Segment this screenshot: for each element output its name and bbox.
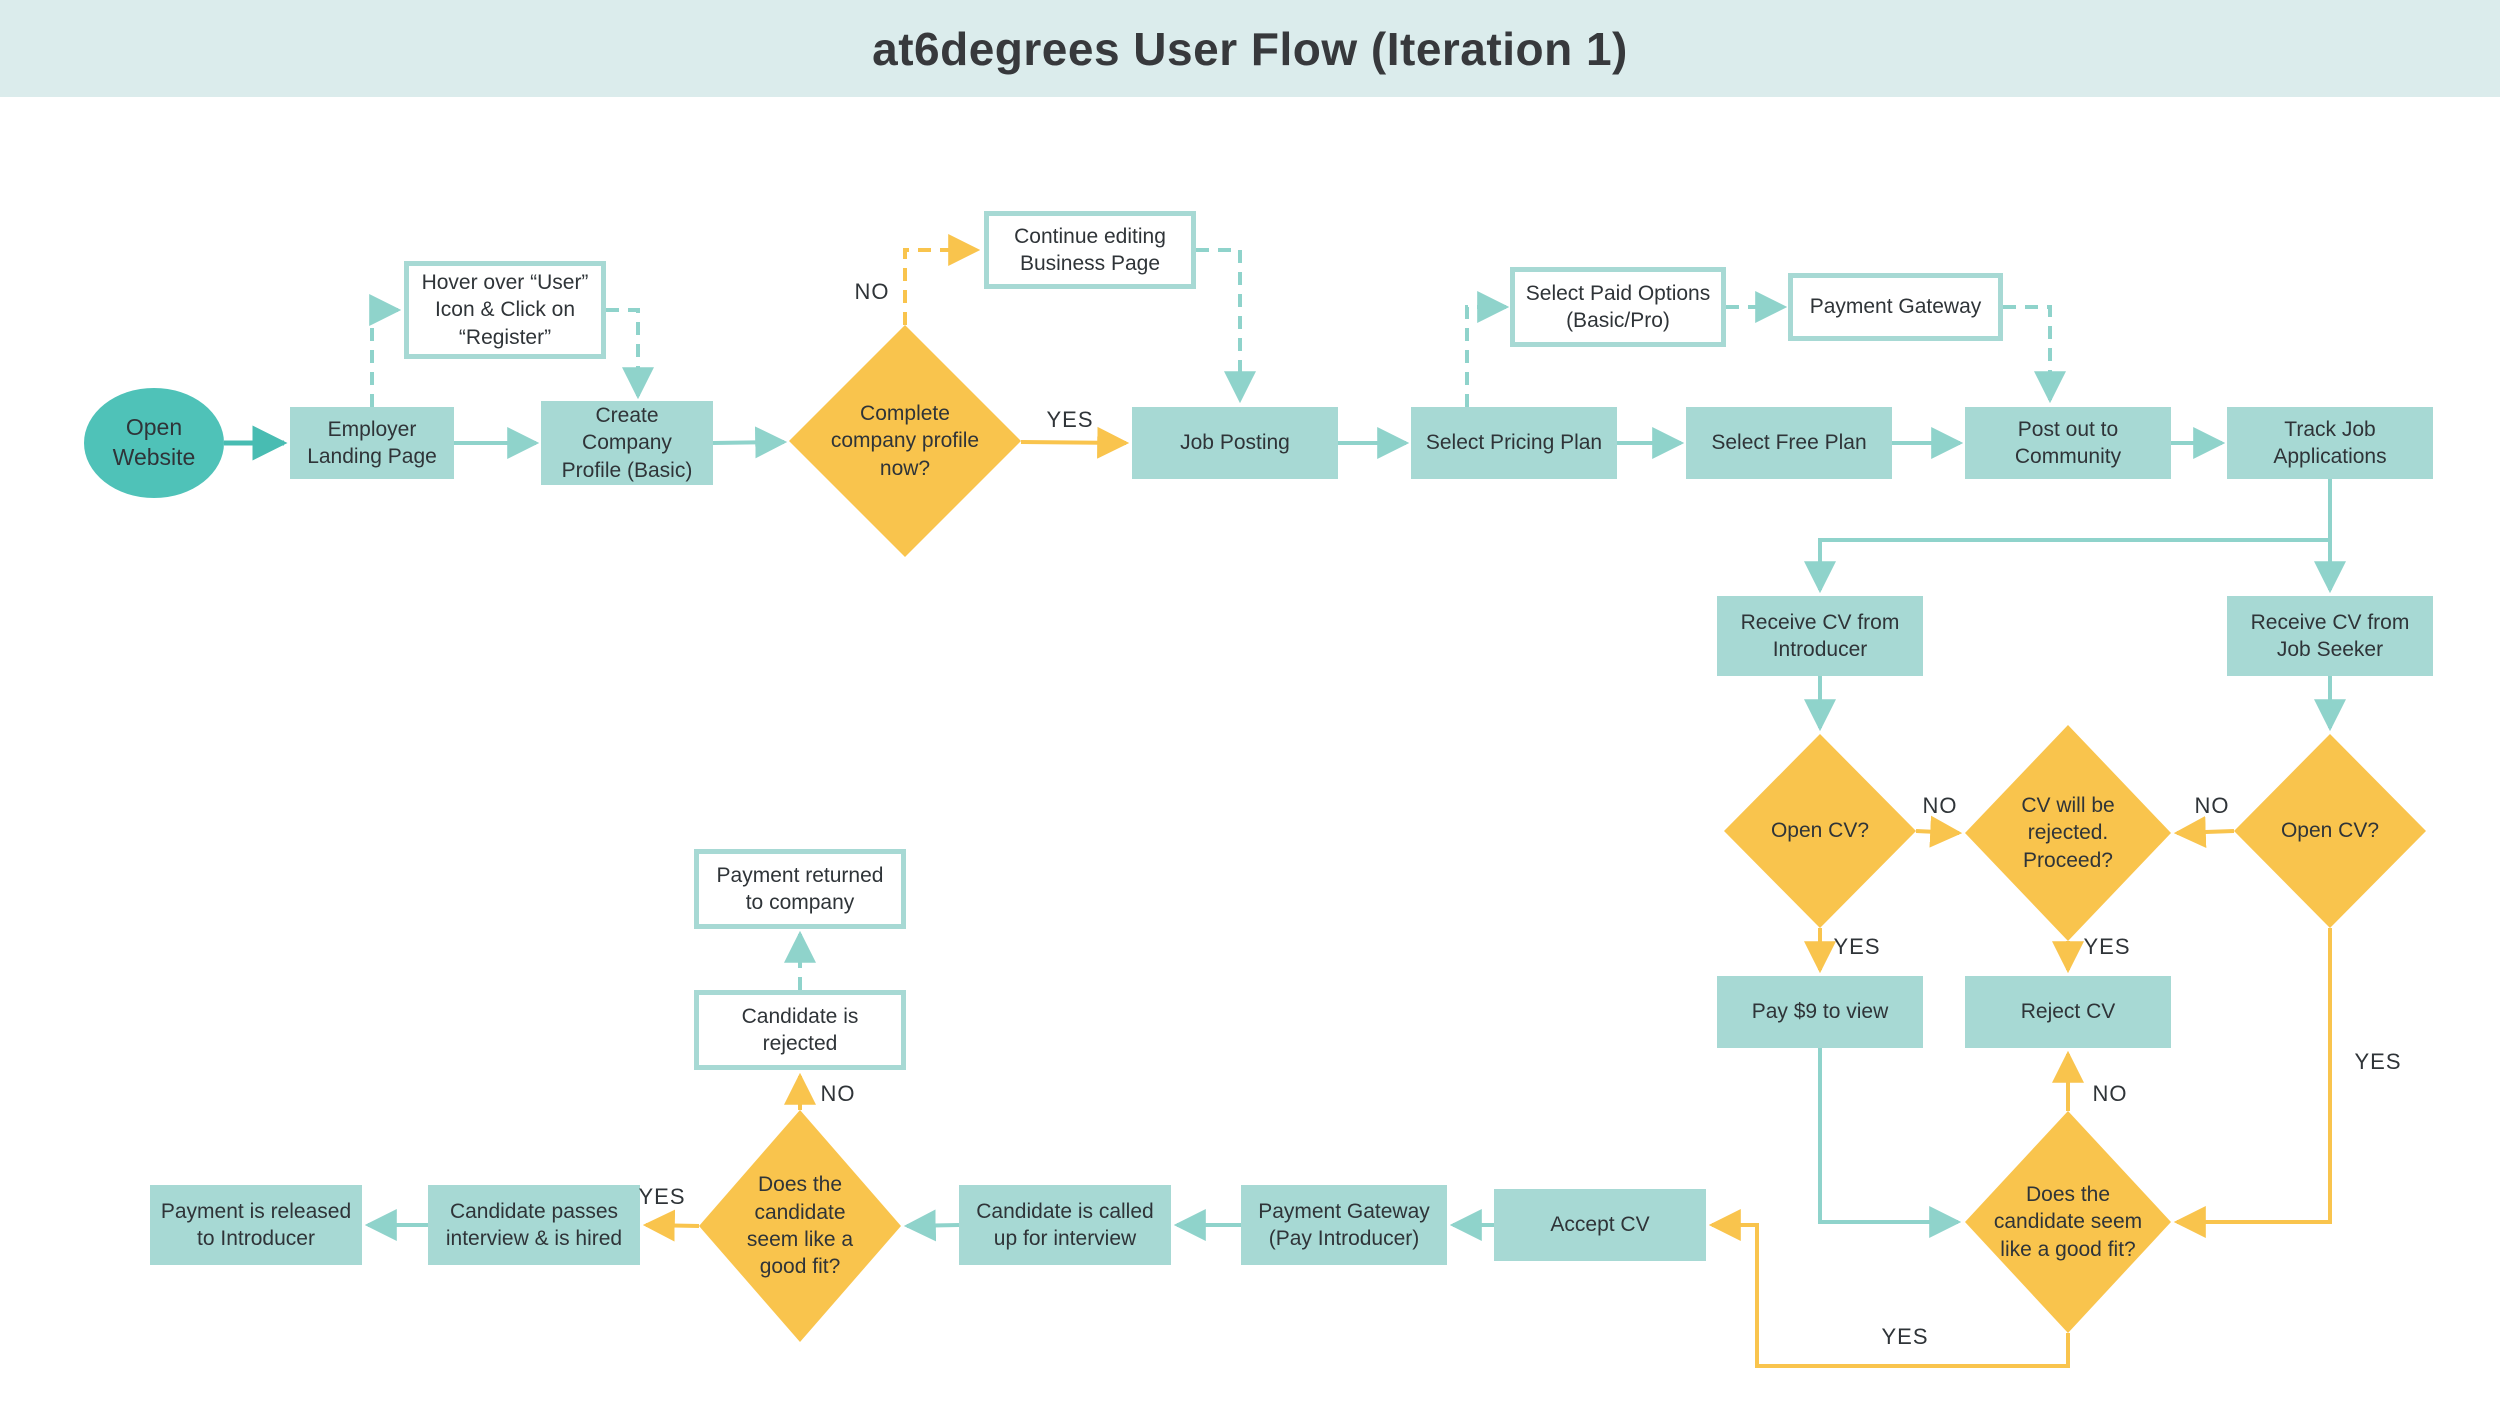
node-payment-gateway-pay-introducer: Payment Gateway (Pay Introducer) [1241, 1185, 1447, 1265]
decision-good-fit-left-label: Does the candidate seem like a good fit? [746, 1173, 854, 1279]
edge-label-no-good-fit-left: NO [820, 1081, 856, 1106]
node-pay-9-to-view: Pay $9 to view [1717, 976, 1923, 1048]
decision-open-cv-right-label: Open CV? [2280, 819, 2380, 843]
edge-continue-note-to-job [1196, 248, 1256, 404]
edge-called-to-goodfit [903, 1209, 960, 1242]
edge-opencv-right-no-to-cvrejected [2173, 815, 2235, 848]
note-select-paid-options: Select Paid Options (Basic/Pro) [1510, 267, 1726, 347]
decision-open-cv-left-label: Open CV? [1770, 819, 1870, 843]
note-continue-editing: Continue editing Business Page [984, 211, 1196, 289]
edge-decision-yes-to-job [1020, 426, 1130, 459]
edge-landing-to-hover-note [369, 294, 402, 407]
node-track-job-applications: Track Job Applications [2227, 407, 2433, 479]
node-payment-released: Payment is released to Introducer [150, 1185, 362, 1265]
edge-opencv-right-yes-to-goodfit [2173, 928, 2332, 1238]
decision-complete-profile-label: Complete company profile now? [830, 402, 980, 480]
edge-pay9-to-goodfit [1818, 1048, 1962, 1238]
node-job-posting: Job Posting [1132, 407, 1338, 479]
edge-track-branch-left [1804, 479, 2332, 594]
node-post-out-to-community: Post out to Community [1965, 407, 2171, 479]
edge-decision-no-to-continue-note [903, 234, 981, 325]
edge-label-yes-good-fit-left: YES [638, 1184, 686, 1209]
decision-good-fit-right-label: Does the candidate seem like a good fit? [1993, 1183, 2143, 1261]
node-open-website: Open Website [84, 388, 224, 498]
edge-label-no-good-fit-right: NO [2092, 1081, 2128, 1106]
note-payment-gateway: Payment Gateway [1788, 273, 2003, 341]
edge-opencv-left-no-to-cvrejected [1915, 815, 1963, 848]
edge-gateway-note-to-post [2003, 305, 2066, 404]
node-receive-cv-job-seeker: Receive CV from Job Seeker [2227, 596, 2433, 676]
node-select-free-plan: Select Free Plan [1686, 407, 1892, 479]
edge-goodfit-right-yes-to-accept [1708, 1209, 2070, 1368]
node-candidate-passes: Candidate passes interview & is hired [428, 1185, 640, 1265]
node-accept-cv: Accept CV [1494, 1189, 1706, 1261]
edge-goodfit-left-yes-to-passes [642, 1209, 700, 1242]
edge-pricing-to-paid-note [1465, 291, 1510, 407]
edge-label-no-complete-profile: NO [854, 279, 890, 304]
edge-label-yes-complete-profile: YES [1046, 407, 1094, 432]
node-receive-cv-introducer: Receive CV from Introducer [1717, 596, 1923, 676]
edge-label-yes-good-fit-right: YES [1881, 1324, 1929, 1349]
node-create-company-profile: Create Company Profile (Basic) [541, 401, 713, 485]
node-candidate-called-interview: Candidate is called up for interview [959, 1185, 1171, 1265]
note-hover-register: Hover over “User” Icon & Click on “Regis… [404, 261, 606, 359]
edge-label-no-open-cv-right: NO [2194, 793, 2230, 818]
node-select-pricing-plan: Select Pricing Plan [1411, 407, 1617, 479]
note-payment-returned: Payment returned to company [694, 849, 906, 929]
node-reject-cv: Reject CV [1965, 976, 2171, 1048]
title-bar: at6degrees User Flow (Iteration 1) [0, 0, 2500, 97]
edge-label-no-open-cv-left: NO [1922, 793, 1958, 818]
note-candidate-rejected: Candidate is rejected [694, 990, 906, 1070]
edge-label-yes-open-cv-right: YES [2354, 1049, 2402, 1074]
edge-label-yes-open-cv-left: YES [1833, 934, 1881, 959]
edge-label-yes-cv-rejected: YES [2083, 934, 2131, 959]
page-title: at6degrees User Flow (Iteration 1) [872, 22, 1628, 75]
node-employer-landing-page: Employer Landing Page [290, 407, 454, 479]
decision-cv-rejected-proceed-label: CV will be rejected. Proceed? [2021, 794, 2115, 872]
edge-hover-note-to-create [606, 308, 654, 400]
edge-create-to-decision [712, 426, 788, 459]
